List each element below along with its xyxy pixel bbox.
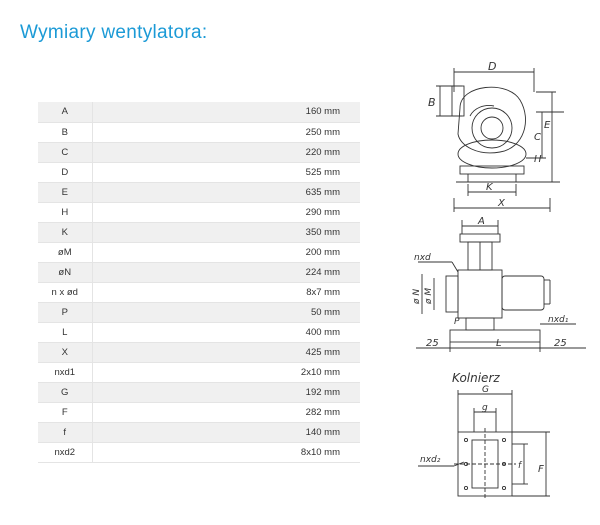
dimension-value: 635 mm (170, 182, 360, 203)
dimension-label: C (38, 142, 92, 163)
dimension-label: X (38, 342, 92, 363)
dimension-label: n x ød (38, 282, 92, 303)
table-row: F 282 mm (38, 402, 360, 423)
table-row: G 192 mm (38, 382, 360, 403)
table-row: C 220 mm (38, 142, 360, 163)
dimension-label: nxd2 (38, 442, 92, 463)
table-row: L 400 mm (38, 322, 360, 343)
dimension-value: 192 mm (170, 382, 360, 403)
dimension-value: 8x7 mm (170, 282, 360, 303)
fan-side-view: D B C E (428, 60, 564, 212)
dimension-value: 425 mm (170, 342, 360, 363)
table-row: nxd1 2x10 mm (38, 362, 360, 383)
dimension-label: øN (38, 262, 92, 283)
dim-label-D: D (488, 60, 496, 73)
dimension-value: 8x10 mm (170, 442, 360, 463)
dimension-label: E (38, 182, 92, 203)
page-title: Wymiary wentylatora: (20, 22, 208, 43)
dimension-value: 200 mm (170, 242, 360, 263)
dimension-label: B (38, 122, 92, 143)
fan-dimension-drawing: D B C E (400, 48, 600, 520)
dimension-value: 50 mm (170, 302, 360, 323)
table-row: øM 200 mm (38, 242, 360, 263)
dimension-value: 290 mm (170, 202, 360, 223)
dimension-label: nxd1 (38, 362, 92, 383)
table-row: n x ød 8x7 mm (38, 282, 360, 303)
fan-front-view: A nxd ø N ø M P (412, 216, 586, 352)
table-row: K 350 mm (38, 222, 360, 243)
dim-label-C: C (534, 132, 541, 143)
table-row: P 50 mm (38, 302, 360, 323)
dimension-value: 250 mm (170, 122, 360, 143)
table-row: D 525 mm (38, 162, 360, 183)
flange-view: Kolnierz G g nxd₂ (418, 371, 550, 500)
dimension-value: 2x10 mm (170, 362, 360, 383)
table-row: H 290 mm (38, 202, 360, 223)
table-row: nxd2 8x10 mm (38, 442, 360, 463)
dimension-value: 400 mm (170, 322, 360, 343)
dim-label-B: B (428, 96, 436, 109)
dim-label-P: P (454, 317, 460, 327)
dimension-label: F (38, 402, 92, 423)
dim-label-g: g (482, 403, 488, 413)
dim-label-G: G (482, 385, 489, 395)
table-row: A 160 mm (38, 102, 360, 123)
dim-label-f: f (518, 461, 523, 471)
dim-label-nxd: nxd (414, 253, 431, 263)
table-row: B 250 mm (38, 122, 360, 143)
dimension-value: 525 mm (170, 162, 360, 183)
dim-label-N: ø N (412, 289, 422, 305)
dim-label-nxd1: nxd₁ (548, 315, 569, 325)
dimension-label: H (38, 202, 92, 223)
dimension-value: 140 mm (170, 422, 360, 443)
table-row: f 140 mm (38, 422, 360, 443)
flange-title: Kolnierz (452, 371, 500, 385)
dim-label-E: E (544, 120, 551, 131)
dimension-label: G (38, 382, 92, 403)
dimension-label: K (38, 222, 92, 243)
dimension-label: P (38, 302, 92, 323)
dim-label-H: H (534, 154, 542, 165)
table-row: øN 224 mm (38, 262, 360, 283)
dimension-value: 224 mm (170, 262, 360, 283)
dim-label-nxd2: nxd₂ (420, 455, 441, 465)
dimension-label: A (38, 102, 92, 123)
dimension-value: 282 mm (170, 402, 360, 423)
dim-label-A: A (477, 216, 485, 227)
dimension-value: 160 mm (170, 102, 360, 123)
dimension-value: 350 mm (170, 222, 360, 243)
dim-label-F: F (538, 464, 544, 475)
dimension-label: D (38, 162, 92, 183)
dim-label-X: X (497, 198, 506, 209)
dim-label-K: K (486, 182, 494, 193)
dimension-label: f (38, 422, 92, 443)
dim-label-M: ø M (424, 288, 434, 305)
table-row: E 635 mm (38, 182, 360, 203)
table-row: X 425 mm (38, 342, 360, 363)
dim-label-L: L (496, 338, 502, 349)
dimension-value: 220 mm (170, 142, 360, 163)
dimension-label: øM (38, 242, 92, 263)
dimension-label: L (38, 322, 92, 343)
dim-label-left-25: 25 (426, 338, 439, 349)
dim-label-right-25: 25 (554, 338, 567, 349)
